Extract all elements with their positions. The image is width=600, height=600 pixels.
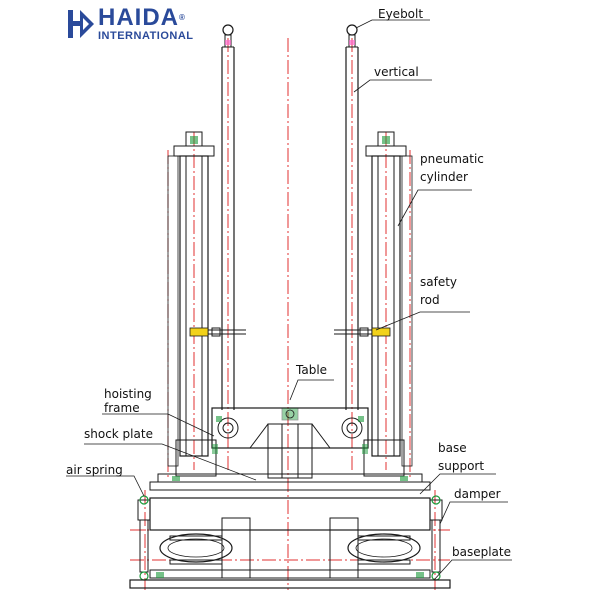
label-hoisting: hoisting [104,387,152,401]
label-pneumatic: pneumatic [420,152,484,166]
pneumatic-cylinder-left [167,131,215,467]
label-support: support [438,459,484,473]
label-base: base [438,441,467,455]
vertical-rod-left [221,46,235,410]
air-spring-right [347,533,421,565]
label-cylinder: cylinder [420,170,468,184]
logo-wordmark: HAIDA® [98,4,186,31]
label-frame: frame [104,401,140,415]
leader-lines [66,19,512,581]
safety-rod-right [334,327,391,337]
eyebolt-right [346,24,358,48]
eyebolt-left [222,24,234,48]
pneumatic-cylinder-right [365,131,413,467]
label-damper: damper [454,487,501,501]
label-rod: rod [420,293,440,307]
label-vertical: vertical [374,65,419,79]
vertical-rod-right [345,46,359,410]
label-air-spring: air spring [66,463,123,477]
damper-left [137,495,151,581]
label-table: Table [295,363,327,377]
base-support [149,497,431,579]
shock-plate [149,473,431,491]
safety-rod-left [189,327,246,337]
label-eyebolt: Eyebolt [378,7,423,21]
logo-subtitle: INTERNATIONAL [98,30,194,42]
damper-right [429,495,443,581]
label-shock-plate: shock plate [84,427,153,441]
table-assembly [175,407,405,479]
label-safety: safety [420,275,457,289]
registered-mark: ® [179,13,186,22]
label-baseplate: baseplate [452,545,511,559]
haida-logo-icon [68,10,94,38]
air-spring-left [159,533,233,565]
baseplate [129,569,451,589]
